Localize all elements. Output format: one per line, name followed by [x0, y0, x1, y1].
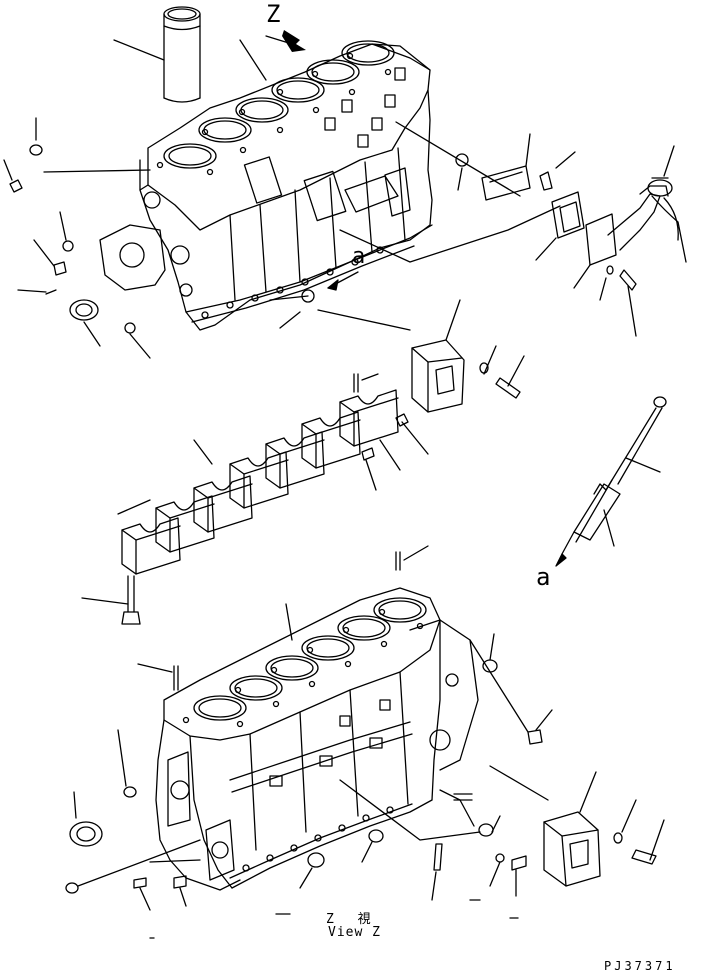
ref-arrow-upper [327, 271, 359, 291]
view-z-caption-english: View Z [328, 925, 381, 940]
reference-a-label-block: a [352, 244, 366, 269]
dipstick [555, 396, 667, 567]
cylinder-liner [113, 6, 201, 103]
lower-cylinder-block [155, 587, 479, 891]
upper-cylinder-block [99, 43, 433, 331]
drawing-code: PJ37371 [604, 959, 676, 973]
view-z-caption-japanese: Z 視 [326, 912, 379, 927]
mount-bracket-upper [411, 299, 525, 413]
reference-a-label-dipstick: a [536, 563, 551, 591]
view-z-marker-label: Z [266, 0, 281, 28]
lower-cylinder-bores [182, 597, 427, 728]
leader-lines-upper [239, 39, 561, 331]
lower-small-parts [65, 545, 553, 911]
filler-pipe-assembly [455, 133, 687, 337]
upper-cylinder-bores [156, 40, 395, 176]
main-cap-bolt [81, 575, 141, 625]
view-z-dashes [149, 899, 519, 939]
main-bearing-caps [117, 373, 429, 575]
upper-pan-bolt [301, 289, 315, 303]
left-small-parts [3, 117, 151, 359]
view-z-leader [265, 35, 293, 45]
mount-bracket-lower [543, 771, 665, 887]
view-z-arrow [282, 30, 306, 52]
